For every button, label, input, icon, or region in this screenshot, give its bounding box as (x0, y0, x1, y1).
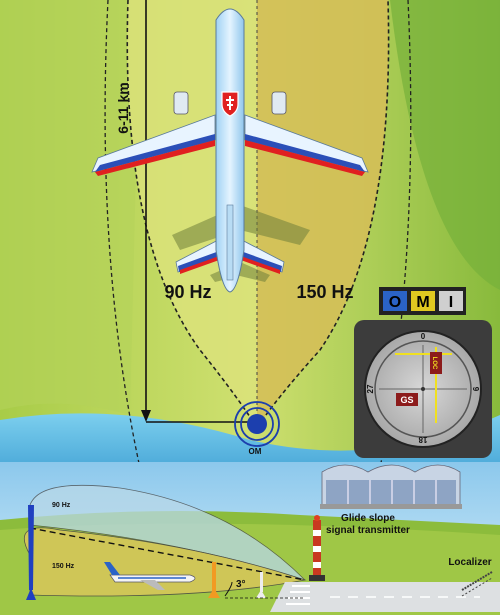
left-field (0, 0, 140, 415)
glide-label-90hz: 90 Hz (52, 502, 71, 509)
middle-marker-pole (212, 562, 216, 592)
omi-i-light: I (449, 294, 453, 311)
omi-o-light: O (389, 294, 401, 311)
gs-flag: GS (400, 395, 413, 405)
compass-27: 27 (366, 384, 375, 393)
outer-marker-pole (28, 505, 34, 590)
glide-slope-title-2: signal transmitter (326, 525, 410, 536)
terminal-building (320, 465, 462, 509)
compass-0: 0 (421, 332, 426, 341)
loc-flag-label: LOC (431, 357, 437, 370)
distance-label: 6-11 km (115, 82, 131, 133)
glide-label-150hz: 150 Hz (52, 563, 75, 570)
outer-marker-label: OM (249, 447, 262, 456)
compass-18: 18 (418, 435, 427, 444)
omi-m-light: M (416, 294, 429, 311)
localizer-label: Localizer (448, 557, 491, 568)
glide-slope-title-1: Glide slope (341, 513, 395, 524)
inner-marker-pole (260, 572, 263, 592)
glide-angle-label: 3° (236, 579, 246, 590)
label-90hz: 90 Hz (164, 282, 211, 302)
compass-9: 9 (471, 387, 480, 392)
outer-marker-beacon (235, 402, 279, 446)
label-150hz: 150 Hz (296, 282, 353, 302)
